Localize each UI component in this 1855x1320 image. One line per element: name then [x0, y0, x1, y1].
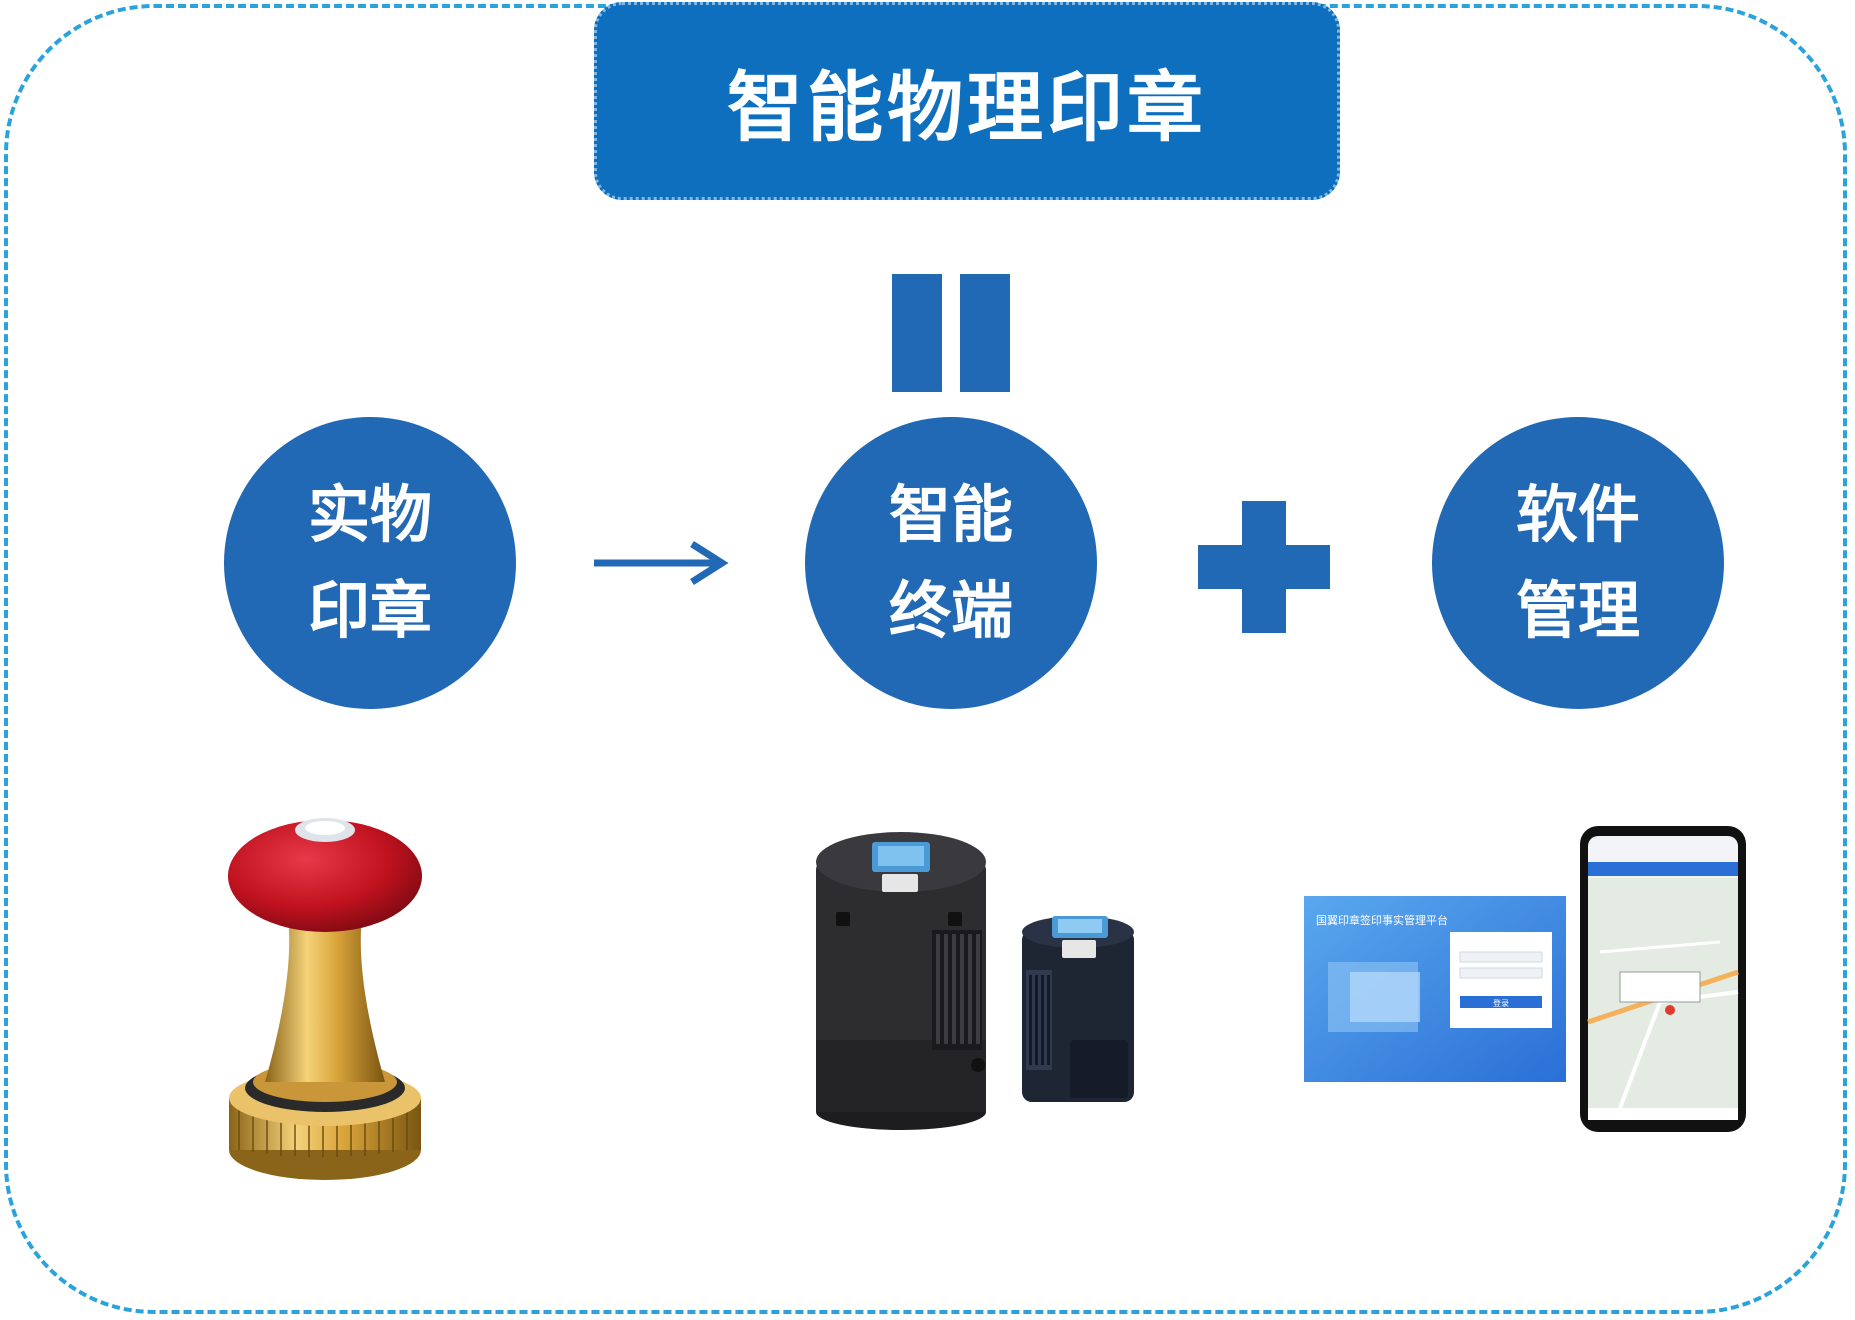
node-smart-terminal: 智能 终端 [805, 417, 1097, 709]
login-button-text: 登录 [1493, 998, 1509, 1008]
platform-title-text: 国翼印章签印事实管理平台 [1316, 913, 1448, 927]
node-software-line1: 软件 [1515, 478, 1640, 551]
arrow-right-icon [594, 541, 729, 585]
node-smart-terminal-line1: 智能 [888, 478, 1013, 551]
plus-vertical-bar [1242, 501, 1286, 633]
software-screens-image: 国翼印章签印事实管理平台 登录 [1304, 826, 1746, 1132]
equals-bar-right [960, 274, 1010, 392]
title-banner: 智能物理印章 [594, 2, 1340, 200]
node-smart-terminal-line2: 终端 [888, 574, 1013, 647]
page-title: 智能物理印章 [727, 63, 1207, 152]
node-physical-seal-line2: 印章 [307, 574, 432, 647]
smart-terminal-devices-image [816, 832, 1134, 1130]
node-software: 软件 管理 [1432, 417, 1724, 709]
rubber-stamp-image [228, 818, 422, 1180]
node-physical-seal-line1: 实物 [307, 478, 432, 551]
node-software-line2: 管理 [1515, 574, 1640, 647]
node-physical-seal: 实物 印章 [224, 417, 516, 709]
equals-bar-left [892, 274, 942, 392]
